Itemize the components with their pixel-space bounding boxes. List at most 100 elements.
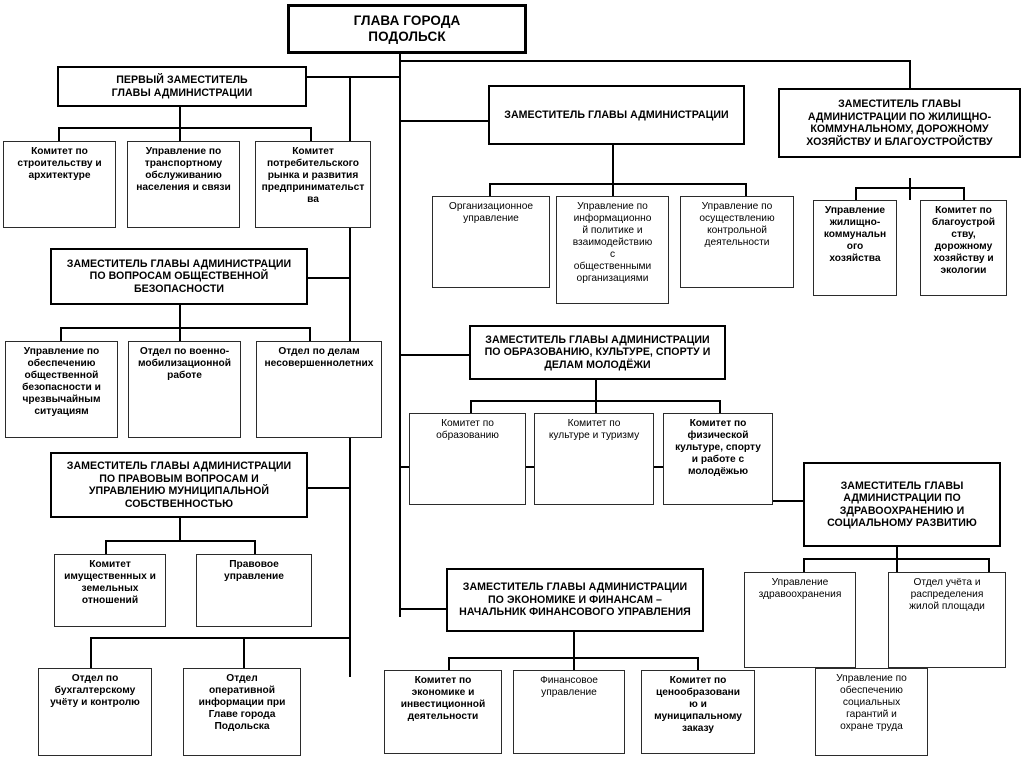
node-dept-operational-info[interactable]: Отдел оперативной информации при Главе г…: [183, 668, 301, 756]
node-label: ЗАМЕСТИТЕЛЬ ГЛАВЫ АДМИНИСТРАЦИИ ПО ОБРАЗ…: [484, 333, 711, 371]
node-label: Комитет по экономике и инвестиционной де…: [400, 675, 486, 723]
connector-drop-pricing: [697, 657, 699, 670]
node-label: Отдел учёта и распределения жилой площад…: [909, 577, 985, 613]
node-label: Комитет по культуре и туризму: [548, 418, 640, 442]
connector-drop-housing-accounting: [988, 558, 990, 572]
connector-drop-organizational: [489, 183, 491, 196]
node-committee-education[interactable]: Комитет по образованию: [409, 413, 526, 505]
connector-drop-information-policy: [612, 183, 614, 196]
connector-tap-deputy-education: [399, 354, 470, 357]
node-dept-information-policy[interactable]: Управление по информационно й политике и…: [556, 196, 669, 304]
node-label: ЗАМЕСТИТЕЛЬ ГЛАВЫ АДМИНИСТРАЦИИ: [504, 108, 729, 121]
node-label: ЗАМЕСТИТЕЛЬ ГЛАВЫ АДМИНИСТРАЦИИ ПО ПРАВО…: [66, 460, 292, 510]
connector-economy-stem: [573, 632, 576, 658]
node-dept-control-activity[interactable]: Управление по осуществлению контрольной …: [680, 196, 794, 288]
connector-right-rail-drop: [909, 60, 912, 88]
node-deputy-legal[interactable]: ЗАМЕСТИТЕЛЬ ГЛАВЫ АДМИНИСТРАЦИИ ПО ПРАВО…: [50, 452, 308, 518]
connector-head-to-right-rail: [399, 60, 911, 63]
node-dept-organizational[interactable]: Организационное управление: [432, 196, 550, 288]
node-label: Финансовое управление: [540, 675, 598, 699]
node-dept-public-safety[interactable]: Управление по обеспечению общественной б…: [5, 341, 118, 438]
node-label: ЗАМЕСТИТЕЛЬ ГЛАВЫ АДМИНИСТРАЦИИ ПО ВОПРО…: [66, 257, 292, 295]
node-dept-social-guarantees[interactable]: Управление по обеспечению социальных гар…: [815, 668, 928, 756]
connector-deputy-housing-stem: [909, 178, 912, 200]
connector-public-safety-stem: [179, 305, 182, 327]
node-label: Управление по транспортному обслуживанию…: [136, 146, 231, 194]
node-label: Комитет по благоустрой ству, дорожному х…: [931, 205, 996, 277]
node-dept-mobilization[interactable]: Отдел по военно- мобилизационной работе: [128, 341, 241, 438]
connector-drop-accounting: [90, 637, 93, 668]
connector-tap-deputy-general: [399, 120, 489, 123]
node-label: ЗАМЕСТИТЕЛЬ ГЛАВЫ АДМИНИСТРАЦИИ ПО ЗДРАВ…: [827, 479, 977, 530]
node-deputy-general[interactable]: ЗАМЕСТИТЕЛЬ ГЛАВЫ АДМИНИСТРАЦИИ: [488, 85, 745, 145]
node-dept-legal[interactable]: Правовое управление: [196, 554, 312, 627]
node-committee-consumer-market[interactable]: Комитет потребительского рынка и развити…: [255, 141, 371, 228]
node-deputy-health-social[interactable]: ЗАМЕСТИТЕЛЬ ГЛАВЫ АДМИНИСТРАЦИИ ПО ЗДРАВ…: [803, 462, 1001, 547]
connector-main-spine-left: [399, 60, 402, 78]
connector-drop-legal-dept: [254, 540, 256, 554]
connector-tap-deputy-economy: [399, 608, 447, 611]
connector-health-rail: [803, 558, 989, 560]
node-committee-economy-investment[interactable]: Комитет по экономике и инвестиционной де…: [384, 670, 502, 754]
connector-drop-finance: [573, 657, 575, 670]
connector-tap-legal: [308, 487, 351, 490]
node-deputy-housing[interactable]: ЗАМЕСТИТЕЛЬ ГЛАВЫ АДМИНИСТРАЦИИ ПО ЖИЛИЩ…: [778, 88, 1021, 158]
node-committee-improvement[interactable]: Комитет по благоустрой ству, дорожному х…: [920, 200, 1007, 296]
node-label: Комитет по образованию: [436, 418, 499, 442]
node-committee-pricing-order[interactable]: Комитет по ценообразовани ю и муниципаль…: [641, 670, 755, 754]
connector-right-spine: [399, 76, 402, 617]
connector-legal-row2-rail: [90, 637, 351, 640]
node-committee-property-land[interactable]: Комитет имущественных и земельных отноше…: [54, 554, 166, 627]
connector-drop-consumer-market: [310, 127, 312, 141]
node-label: Управление по обеспечению социальных гар…: [836, 673, 907, 733]
node-label: Комитет потребительского рынка и развити…: [261, 146, 365, 206]
connector-legal-rail: [105, 540, 255, 542]
node-dept-accounting-control[interactable]: Отдел по бухгалтерскому учёту и контролю: [38, 668, 152, 756]
node-dept-healthcare[interactable]: Управление здравоохранения: [744, 572, 856, 668]
connector-drop-control-activity: [745, 183, 747, 196]
node-label: Комитет по ценообразовани ю и муниципаль…: [654, 675, 742, 735]
node-label: ГЛАВА ГОРОДА ПОДОЛЬСК: [353, 13, 461, 44]
node-label: Отдел по бухгалтерскому учёту и контролю: [50, 673, 140, 709]
node-dept-housing-accounting[interactable]: Отдел учёта и распределения жилой площад…: [888, 572, 1006, 668]
node-dept-minors-affairs[interactable]: Отдел по делам несовершеннолетних: [256, 341, 382, 438]
connector-first-deputy-rail: [58, 127, 311, 129]
connector-drop-minors: [309, 327, 311, 341]
node-head-of-city[interactable]: ГЛАВА ГОРОДА ПОДОЛЬСК: [287, 4, 527, 54]
node-label: Отдел по делам несовершеннолетних: [264, 346, 374, 370]
connector-drop-construction: [58, 127, 60, 141]
node-dept-housing-utilities[interactable]: Управление жилищно- коммунальн ого хозяй…: [813, 200, 897, 296]
connector-drop-improvement: [963, 187, 965, 200]
node-deputy-public-safety[interactable]: ЗАМЕСТИТЕЛЬ ГЛАВЫ АДМИНИСТРАЦИИ ПО ВОПРО…: [50, 248, 308, 305]
connector-public-safety-rail: [60, 327, 310, 329]
connector-education-stem: [595, 380, 598, 402]
node-label: Управление по обеспечению общественной б…: [22, 346, 101, 418]
connector-tap-first-deputy: [300, 76, 351, 79]
connector-drop-education: [470, 400, 472, 413]
node-label: Управление по информационно й политике и…: [572, 201, 653, 285]
node-label: Управление здравоохранения: [758, 577, 842, 601]
connector-drop-economy-investment: [448, 657, 450, 670]
node-label: ЗАМЕСТИТЕЛЬ ГЛАВЫ АДМИНИСТРАЦИИ ПО ЖИЛИЩ…: [806, 98, 993, 148]
node-dept-finance[interactable]: Финансовое управление: [513, 670, 625, 754]
node-first-deputy[interactable]: ПЕРВЫЙ ЗАМЕСТИТЕЛЬ ГЛАВЫ АДМИНИСТРАЦИИ: [57, 66, 307, 107]
connector-drop-mobilization: [179, 327, 181, 341]
node-label: Комитет по физической культуре, спорту и…: [675, 418, 761, 478]
node-deputy-education[interactable]: ЗАМЕСТИТЕЛЬ ГЛАВЫ АДМИНИСТРАЦИИ ПО ОБРАЗ…: [469, 325, 726, 380]
connector-deputy-housing-rail: [855, 187, 965, 189]
node-committee-sport-youth[interactable]: Комитет по физической культуре, спорту и…: [663, 413, 773, 505]
connector-deputy-general-rail: [489, 183, 746, 185]
connector-tap-public-safety: [308, 277, 351, 280]
connector-deputy-general-stem: [612, 145, 615, 183]
connector-drop-transport: [179, 127, 181, 141]
connector-head-to-left-branch: [349, 76, 401, 79]
connector-drop-property-land: [105, 540, 107, 554]
node-committee-construction[interactable]: Комитет по строительству и архитектуре: [3, 141, 116, 228]
node-label: Организационное управление: [448, 201, 534, 225]
node-committee-culture-tourism[interactable]: Комитет по культуре и туризму: [534, 413, 654, 505]
node-label: ПЕРВЫЙ ЗАМЕСТИТЕЛЬ ГЛАВЫ АДМИНИСТРАЦИИ: [111, 74, 253, 99]
node-dept-transport[interactable]: Управление по транспортному обслуживанию…: [127, 141, 240, 228]
connector-drop-healthcare: [803, 558, 805, 572]
node-deputy-economy-finance[interactable]: ЗАМЕСТИТЕЛЬ ГЛАВЫ АДМИНИСТРАЦИИ ПО ЭКОНО…: [446, 568, 704, 632]
